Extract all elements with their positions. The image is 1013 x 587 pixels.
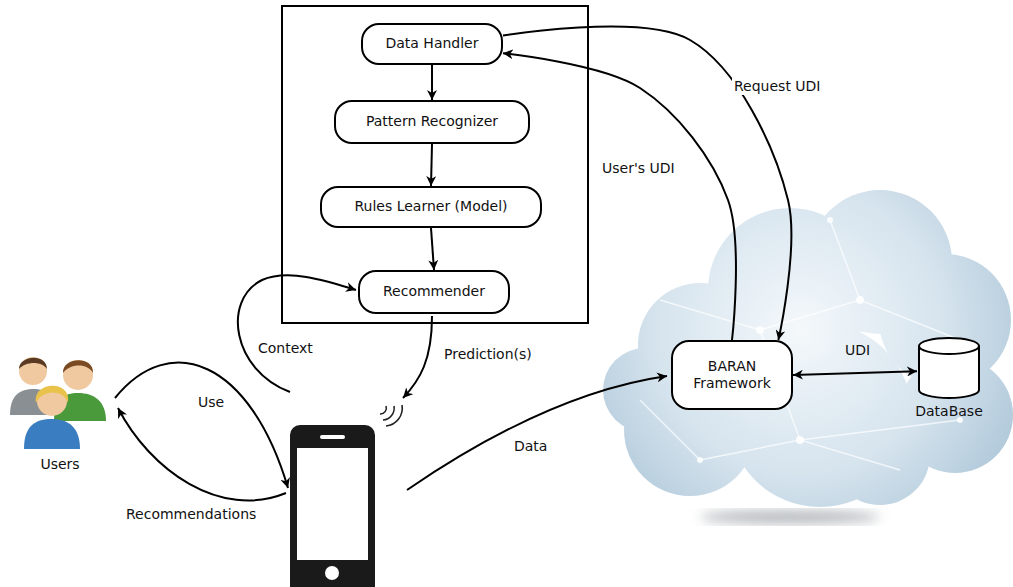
process-box: Pattern Recognizer [334, 100, 530, 144]
connector-arrow [431, 65, 433, 100]
process-box: BARAN Framework [671, 340, 793, 410]
node-text: DataBase [912, 403, 986, 421]
node-text: Pattern Recognizer [366, 113, 498, 131]
cloud-shadow [700, 510, 880, 524]
wireless-signal [380, 405, 402, 426]
edge-label: Request UDI [732, 78, 822, 95]
edge-label: User's UDI [600, 160, 677, 177]
database-node: DataBase [912, 336, 986, 421]
flow-label: Data [512, 438, 549, 455]
node-text: Recommender [383, 283, 485, 301]
process-box: Rules Learner (Model) [320, 186, 542, 228]
flow-label: Prediction(s) [442, 346, 534, 363]
connector-arrow [431, 228, 434, 270]
flow-label: Recommendations [124, 506, 258, 523]
process-box: Data Handler [361, 23, 503, 65]
system-frame [282, 6, 588, 323]
users-icon [2, 345, 112, 450]
cloud-network [640, 220, 960, 470]
node-text: Rules Learner (Model) [354, 198, 507, 216]
process-box: Recommender [358, 270, 510, 314]
database-cylinder [917, 336, 981, 400]
node-text: BARAN Framework [686, 358, 778, 393]
node-text: Users [2, 456, 118, 474]
edge-label: UDI [843, 342, 872, 359]
users-node: Users [2, 345, 118, 474]
flow-label: Use [196, 394, 226, 411]
cloud [603, 190, 1013, 507]
node-text: Data Handler [385, 35, 478, 53]
connector-arrow [793, 371, 917, 375]
connector-arrow [431, 144, 432, 186]
smartphone [290, 425, 375, 587]
connector-arrow [503, 27, 791, 340]
flow-label: Context [256, 340, 315, 357]
